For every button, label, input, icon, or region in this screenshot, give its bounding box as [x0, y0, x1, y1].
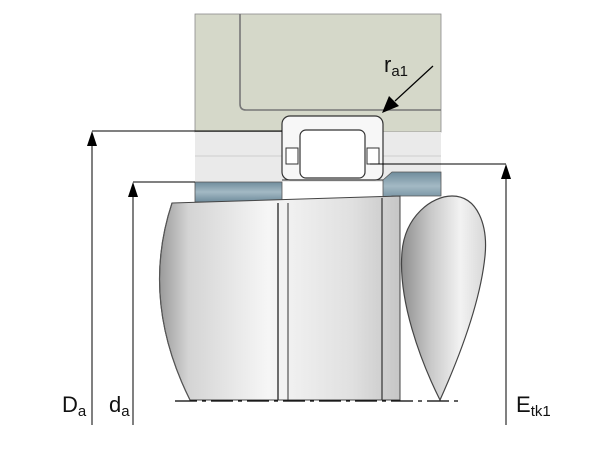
shaft [158, 195, 487, 402]
housing [194, 13, 442, 133]
label-Etk1: Etk1 [516, 392, 551, 420]
label-Da: Da [62, 392, 87, 420]
spacer-left [194, 181, 283, 203]
ra1-leader-line [394, 65, 434, 102]
shaft-left-contour [158, 202, 191, 401]
dimension-ra1 [382, 65, 434, 113]
ra1-arrowhead [382, 96, 399, 113]
housing-block [194, 13, 442, 133]
Etk1-arrowhead [501, 164, 511, 179]
label-da: da [109, 392, 130, 420]
da-arrowhead [128, 182, 138, 197]
shaft-body [159, 195, 401, 401]
bearing-roller [299, 129, 366, 179]
dimension-Etk1 [370, 163, 511, 425]
housing-shoulder-line [239, 14, 441, 111]
spacer-sleeves [194, 171, 442, 203]
dimension-Da [87, 130, 282, 425]
label-ra1: ra1 [384, 52, 408, 80]
bearing-rib-right [366, 147, 380, 165]
shaft-end-cap [400, 195, 487, 402]
dimension-da [128, 181, 195, 425]
bearing [281, 115, 384, 181]
Da-arrowhead [87, 131, 97, 146]
bearing-rib-left [285, 147, 299, 165]
